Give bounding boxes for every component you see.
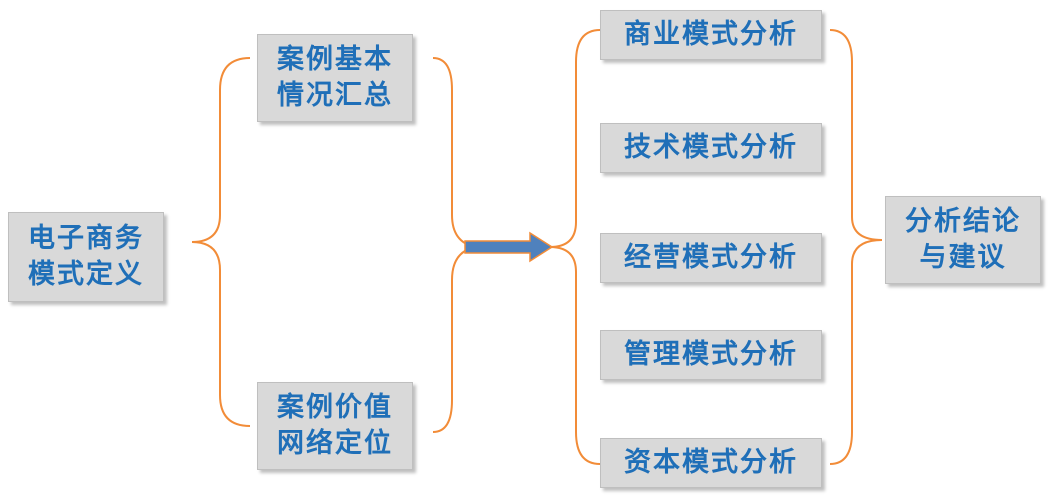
case-summary-line2: 情况汇总 [277,80,393,111]
analysis-label: 资本模式分析 [624,447,798,478]
definition-line1: 电子商务 [28,223,144,254]
case-summary-line1: 案例基本 [277,44,393,75]
analysis-box-business: 商业模式分析 [600,10,822,60]
analysis-box-technology: 技术模式分析 [600,123,822,173]
definition-box: 电子商务 模式定义 [8,212,164,302]
conclusion-line1: 分析结论 [905,206,1021,237]
analysis-brace [549,29,601,465]
analysis-label: 技术模式分析 [624,132,798,163]
case-summary-box: 案例基本 情况汇总 [257,34,413,122]
analysis-label: 管理模式分析 [624,339,798,370]
case-value-box: 案例价值 网络定位 [257,382,413,470]
analysis-label: 经营模式分析 [624,242,798,273]
left-brace [191,57,251,427]
analysis-label: 商业模式分析 [624,19,798,50]
case-value-line1: 案例价值 [277,392,393,423]
conclusion-line2: 与建议 [919,242,1007,273]
case-value-line2: 网络定位 [277,428,393,459]
flow-arrow [464,231,554,263]
conclusion-box: 分析结论 与建议 [885,196,1041,284]
analysis-box-operation: 经营模式分析 [600,233,822,283]
analysis-box-management: 管理模式分析 [600,330,822,380]
analysis-box-capital: 资本模式分析 [600,438,822,488]
definition-line2: 模式定义 [28,259,144,290]
conclusion-brace [829,29,883,465]
